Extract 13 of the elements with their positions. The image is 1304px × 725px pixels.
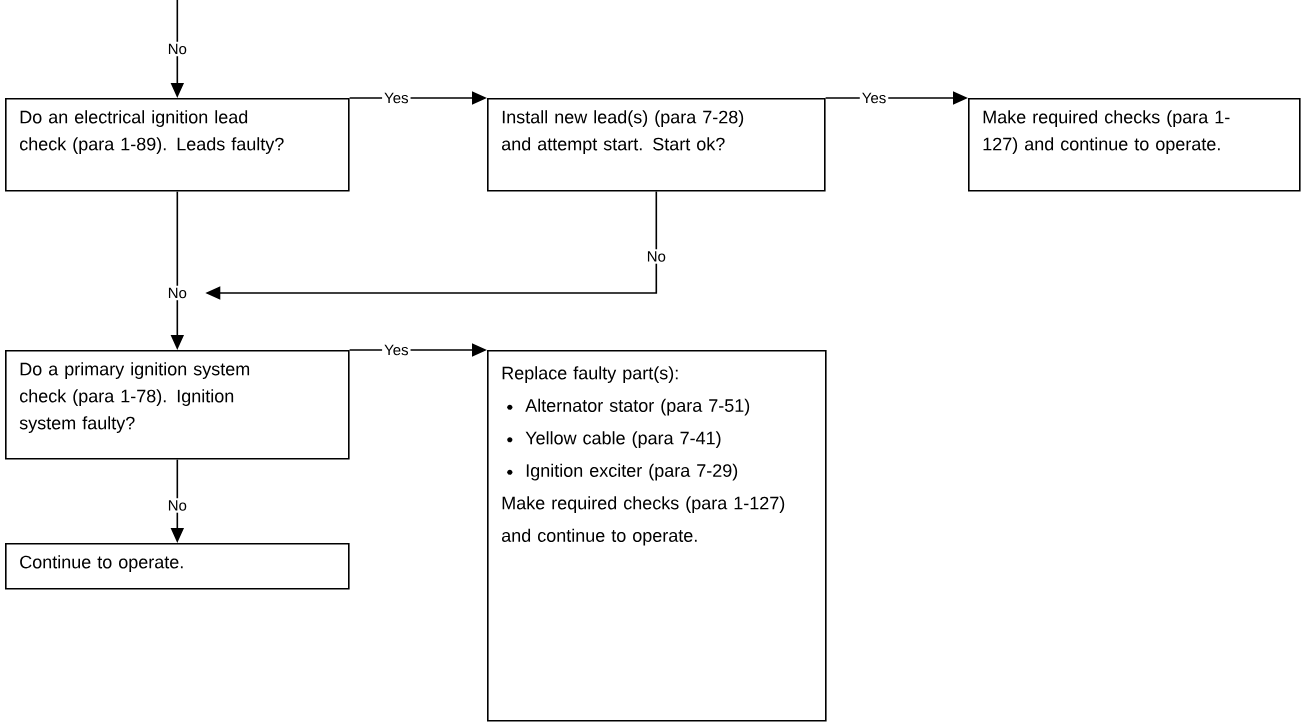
edge-label: Yes xyxy=(382,342,411,358)
edge-label: No xyxy=(165,285,189,301)
process-box: Make required checks (para 1-127) and continue to operate. xyxy=(968,98,1301,192)
process-box: Replace faulty part(s): Alternator stator (para 7-51) Yellow cable (para 7-41) Ignition exciter (para 7-29) Make required checks (para 1-127) and continue to operate. xyxy=(487,350,827,722)
edge-label: No xyxy=(165,498,189,513)
process-box: Do a primary ignition system check (para 1-78). Ignition system faulty? xyxy=(5,350,350,460)
process-box: Continue to operate. xyxy=(5,543,350,590)
process-box: Install new lead(s) (para 7-28) and attempt start. Start ok? xyxy=(487,98,826,192)
process-box: Do an electrical ignition lead check (para 1-89). Leads faulty? xyxy=(5,98,350,192)
edge-label: No xyxy=(644,249,668,264)
edge-label: Yes xyxy=(859,90,889,106)
edge-label: Yes xyxy=(382,90,411,106)
edge-label: No xyxy=(165,41,189,57)
